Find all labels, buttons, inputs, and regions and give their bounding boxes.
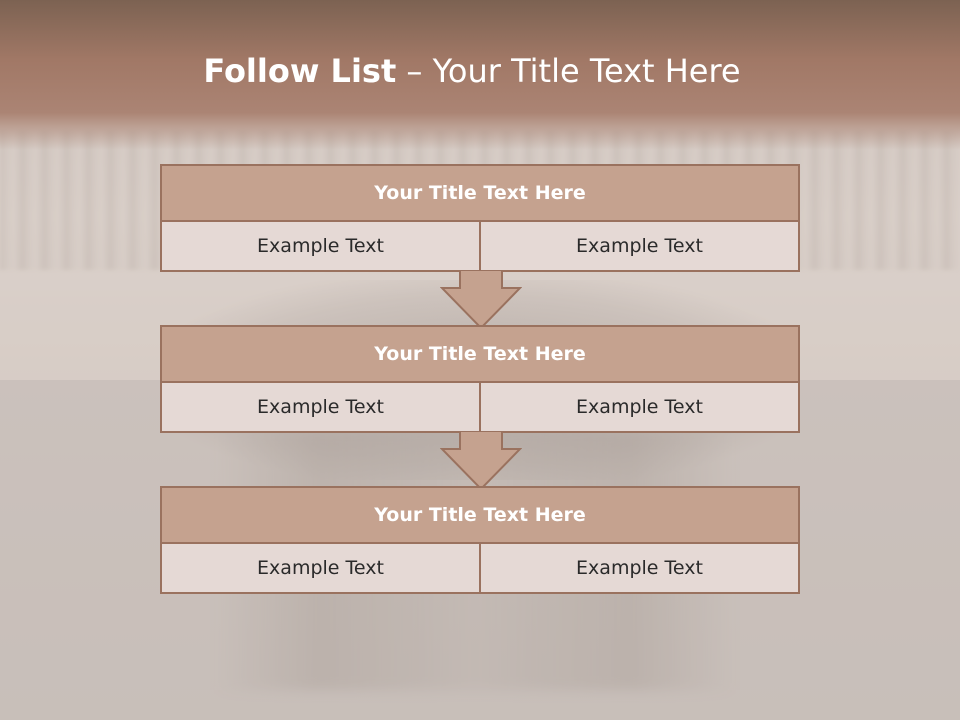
block-cell-left: Example Text [257,396,384,418]
block-cell-right: Example Text [479,383,798,431]
header-band [0,0,960,150]
block-cell-left: Example Text [257,235,384,257]
list-block-2: Your Title Text Here Example Text Exampl… [160,325,800,433]
block-row: Example Text Example Text [162,544,798,592]
list-block-1: Your Title Text Here Example Text Exampl… [160,164,800,272]
slide-title-bold: Follow List [203,52,397,90]
slide-title-rest: – Your Title Text Here [396,52,741,90]
block-cell-right: Example Text [479,544,798,592]
down-arrow-icon [440,431,522,491]
block-heading: Your Title Text Here [162,488,798,544]
slide-title: Follow List – Your Title Text Here [0,52,944,90]
block-cell-right: Example Text [479,222,798,270]
block-row: Example Text Example Text [162,222,798,270]
block-heading: Your Title Text Here [162,166,798,222]
block-row: Example Text Example Text [162,383,798,431]
list-block-3: Your Title Text Here Example Text Exampl… [160,486,800,594]
down-arrow-icon [440,270,522,330]
block-cell-left: Example Text [257,557,384,579]
block-heading: Your Title Text Here [162,327,798,383]
